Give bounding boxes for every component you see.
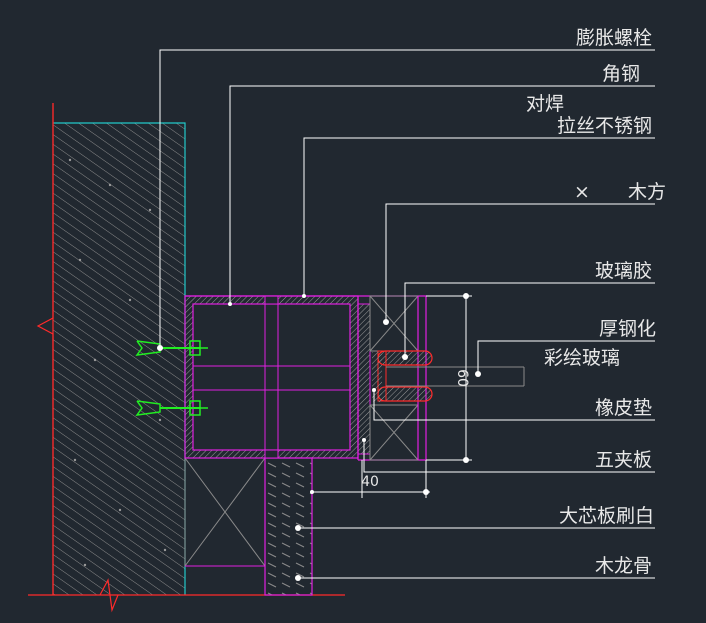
label-angle-steel: 角钢	[602, 63, 640, 85]
label-five-ply: 五夹板	[595, 449, 652, 471]
label-thick-tempered: 厚钢化	[599, 318, 656, 340]
glass-and-rubber-pad	[372, 350, 525, 402]
expansion-bolt-lower	[135, 400, 208, 416]
label-wood-square: 木方	[628, 181, 666, 203]
angle-steel-frame	[184, 295, 359, 459]
label-butt-weld: 对焊	[526, 93, 564, 115]
label-blockboard-white: 大芯板刷白	[559, 505, 654, 527]
leader-dots	[157, 294, 481, 581]
concrete-wall	[28, 103, 345, 613]
label-expansion-bolt: 膨胀螺栓	[576, 27, 652, 49]
label-glass-glue: 玻璃胶	[595, 260, 652, 282]
label-rubber-pad: 橡皮垫	[595, 397, 652, 419]
label-brushed-stainless: 拉丝不锈钢	[557, 115, 652, 137]
wood-keel	[264, 457, 313, 596]
lower-cavity	[184, 457, 266, 567]
label-painted-glass: 彩绘玻璃	[544, 347, 620, 369]
label-wood-keel: 木龙骨	[595, 555, 652, 577]
label-cross-mark: ×	[574, 181, 590, 203]
expansion-bolt-upper	[135, 340, 208, 356]
dimension-width-value: 40	[361, 474, 379, 490]
dimension-height-value: 60	[454, 369, 470, 387]
leader-lines	[159, 49, 655, 579]
